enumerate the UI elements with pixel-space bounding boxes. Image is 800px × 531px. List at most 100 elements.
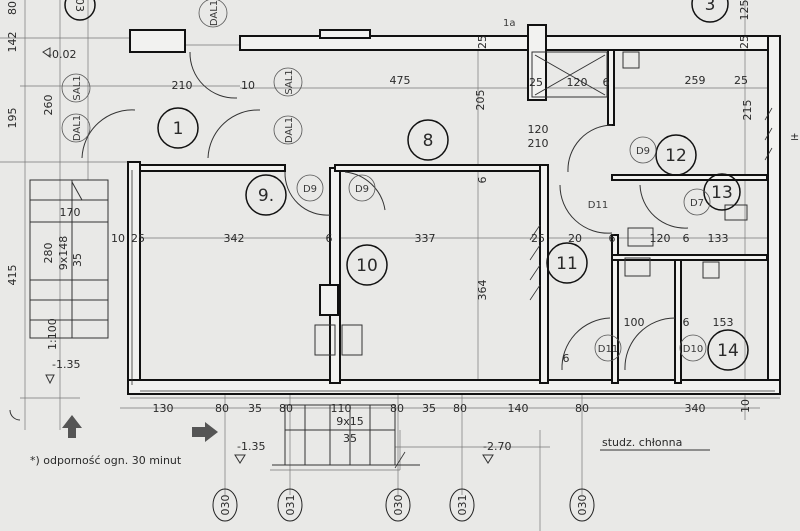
- level-mark: -2.70: [483, 440, 511, 453]
- dimension: 80: [390, 402, 404, 415]
- fire-rating-note: *) odporność ogn. 30 minut: [30, 454, 182, 467]
- dimension: 6: [683, 316, 690, 329]
- dimension: 475: [390, 74, 411, 87]
- dimension: 25: [738, 35, 751, 49]
- door-tag: D9: [303, 184, 317, 195]
- dimension: 120: [650, 232, 671, 245]
- door-tag: D10: [683, 344, 703, 355]
- dimension: 9x148: [57, 236, 70, 271]
- room-14-label: 14: [717, 341, 739, 361]
- dimension: 142: [6, 32, 19, 53]
- door-tag: D9: [355, 184, 369, 195]
- door-tag: DAL1: [209, 0, 220, 26]
- dimension: 337: [415, 232, 436, 245]
- dimension: 9x15: [336, 415, 364, 428]
- dimension: 80: [453, 402, 467, 415]
- dimension: 205: [474, 90, 487, 111]
- dimension: 133: [708, 232, 729, 245]
- door-tag: D9: [636, 146, 650, 157]
- door-tag: D7: [690, 198, 704, 209]
- door-tags: [61, 0, 711, 362]
- room-1-label: 1: [173, 119, 184, 139]
- dimension: 364: [476, 280, 489, 301]
- door-swings: [9, 51, 689, 421]
- door-tag: DAL1: [284, 117, 295, 143]
- axis-label: 031: [284, 495, 297, 516]
- dimension: 80: [6, 1, 19, 15]
- room-11-label: 11: [556, 254, 578, 274]
- dimension: 280: [42, 243, 55, 264]
- dimension: 130: [153, 402, 174, 415]
- axis-label: 030: [392, 495, 405, 516]
- dimension: 170: [60, 206, 81, 219]
- room-9-label: 9.: [258, 186, 274, 206]
- room-3-label: 3: [705, 0, 716, 15]
- dimension: 10: [739, 399, 752, 413]
- dimension: 25: [131, 232, 145, 245]
- dimension: 260: [42, 95, 55, 116]
- dimension: 340: [685, 402, 706, 415]
- level-mark: ±: [790, 130, 799, 143]
- dimension: 35: [422, 402, 436, 415]
- level-mark: -1.35: [52, 358, 80, 371]
- dimension: 6: [326, 232, 333, 245]
- dimension: 415: [6, 265, 19, 286]
- dimension: 35: [71, 253, 84, 267]
- dimension: 215: [741, 100, 754, 121]
- soakaway-label: studz. chłonna: [602, 436, 682, 449]
- axis-label: 030: [219, 495, 232, 516]
- door-tag: D11: [598, 344, 618, 355]
- dimension: 153: [713, 316, 734, 329]
- room-8-label: 8: [423, 131, 434, 151]
- level-mark: -0.02: [48, 48, 76, 61]
- dimension: 120: [567, 76, 588, 89]
- dimension: 35: [248, 402, 262, 415]
- dimension: 259: [685, 74, 706, 87]
- level-triangles: [42, 47, 494, 464]
- door-tag: SAL1: [72, 75, 83, 100]
- dimension: 80: [215, 402, 229, 415]
- insulation-hatch: [394, 107, 773, 469]
- dimension: 100: [624, 316, 645, 329]
- dimension: 342: [224, 232, 245, 245]
- dimension: 25: [476, 35, 489, 49]
- door-tag: SAL1: [284, 69, 295, 94]
- dimension: 195: [6, 108, 19, 129]
- dimension: 6: [563, 352, 570, 365]
- scale-label: 1:100: [46, 318, 59, 350]
- entrance-arrow-icon: [192, 422, 218, 442]
- north-arrow-icon: [62, 415, 82, 438]
- walls: [127, 24, 781, 395]
- axis-bubbles: [212, 488, 595, 522]
- dimension: 125: [738, 0, 751, 21]
- room-12-label: 12: [665, 146, 687, 166]
- dimension: 140: [508, 402, 529, 415]
- door-tag: DAL1: [72, 115, 83, 141]
- dimension: 10: [111, 232, 125, 245]
- door-tag: D11: [588, 200, 608, 211]
- dimension: 210: [528, 137, 549, 150]
- dimension: 110: [331, 402, 352, 415]
- axis-label: 030: [576, 495, 589, 516]
- room-10-label: 10: [356, 256, 378, 276]
- dimension: 80: [575, 402, 589, 415]
- axis-label-top: 03: [73, 0, 86, 12]
- axis-label: 031: [456, 495, 469, 516]
- staircase-left: [29, 179, 109, 339]
- room-13-label: 13: [711, 183, 733, 203]
- level-mark: -1.35: [237, 440, 265, 453]
- dimension: 20: [568, 232, 582, 245]
- dimension: 25: [531, 232, 545, 245]
- dimension: 25: [529, 76, 543, 89]
- dimension: 25: [734, 74, 748, 87]
- dimension: 35: [343, 432, 357, 445]
- dimension: 210: [172, 79, 193, 92]
- dimension: 6: [476, 177, 489, 184]
- dimension: 80: [279, 402, 293, 415]
- mark-1a: 1a: [503, 18, 516, 29]
- dimension: 6: [683, 232, 690, 245]
- staircase-bottom: [272, 404, 420, 466]
- dimension: 120: [528, 123, 549, 136]
- dimension: 6: [603, 76, 610, 89]
